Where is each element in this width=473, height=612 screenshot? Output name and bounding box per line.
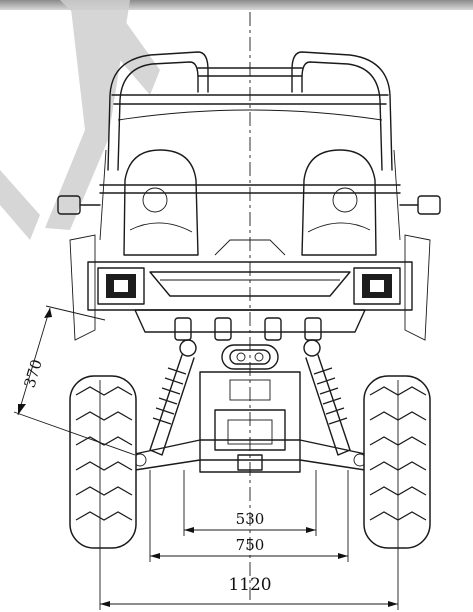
front-body bbox=[69, 234, 431, 341]
top-border bbox=[0, 0, 473, 10]
roll-cage bbox=[99, 51, 401, 241]
left-tire bbox=[69, 375, 137, 549]
seats bbox=[123, 149, 377, 256]
dimension-inner-track: 530 bbox=[183, 470, 317, 536]
bumper-mounts bbox=[174, 317, 322, 341]
tow-hook bbox=[221, 344, 279, 370]
grey-swoosh bbox=[0, 0, 160, 240]
side-mirrors bbox=[57, 195, 441, 215]
dimension-label-axle-track: 750 bbox=[236, 536, 265, 554]
chassis-center bbox=[199, 371, 301, 473]
dimension-label-overall-width: 1120 bbox=[228, 575, 271, 595]
headlights bbox=[97, 267, 401, 305]
right-tire bbox=[363, 375, 431, 549]
dimension-label-suspension-travel: 370 bbox=[21, 357, 46, 389]
dimension-axle-track: 750 bbox=[149, 470, 349, 562]
dimension-label-inner-track: 530 bbox=[236, 510, 265, 528]
dimension-overall-width: 1120 bbox=[99, 380, 399, 610]
